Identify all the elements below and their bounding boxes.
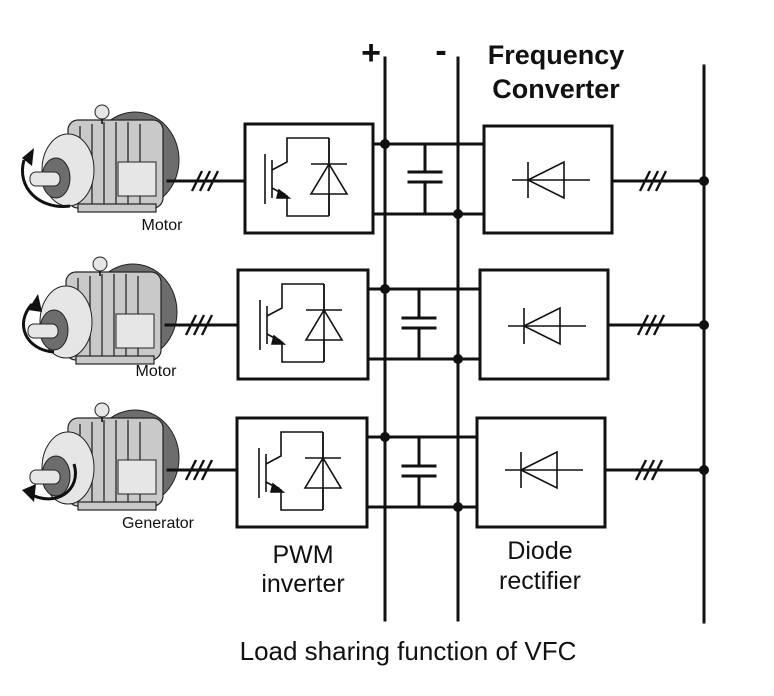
three-phase-mark-3 xyxy=(184,459,214,481)
three-phase-mark-2 xyxy=(184,314,214,336)
machine-label-2: Motor xyxy=(136,363,178,380)
pwm-inverter-1 xyxy=(243,122,375,235)
machine-label-3: Generator xyxy=(122,515,195,532)
igbt-diode-symbol-2 xyxy=(259,283,344,363)
dc-plus-label: + xyxy=(361,34,381,72)
inverter-label-line1: PWM xyxy=(272,541,333,569)
generator-3 xyxy=(22,402,180,511)
diode-symbol-1 xyxy=(512,160,590,200)
diagram-caption: Load sharing function of VFC xyxy=(240,636,577,666)
motor-2 xyxy=(22,256,178,365)
igbt-diode-symbol-3 xyxy=(258,431,343,511)
rectifier-label-line2: rectifier xyxy=(499,567,581,595)
diode-symbol-2 xyxy=(508,306,586,346)
machine-label-1: Motor xyxy=(142,217,184,234)
converter-row-3: Generator xyxy=(22,402,709,532)
rectifier-label-line1: Diode xyxy=(507,537,572,565)
diode-rectifier-2 xyxy=(478,268,610,381)
converter-row-1: Motor xyxy=(21,104,709,235)
motor-1 xyxy=(21,104,180,213)
igbt-diode-symbol-1 xyxy=(264,137,349,217)
dc-minus-label: - xyxy=(435,32,446,70)
converter-row-2: Motor xyxy=(22,256,709,381)
three-phase-mark-1 xyxy=(190,170,220,192)
diode-rectifier-3 xyxy=(475,416,607,529)
title-line1: Frequency xyxy=(488,40,625,70)
diode-symbol-3 xyxy=(505,450,583,490)
pwm-inverter-3 xyxy=(235,416,369,529)
inverter-label-line2: inverter xyxy=(261,570,344,598)
title-line2: Converter xyxy=(492,74,620,104)
